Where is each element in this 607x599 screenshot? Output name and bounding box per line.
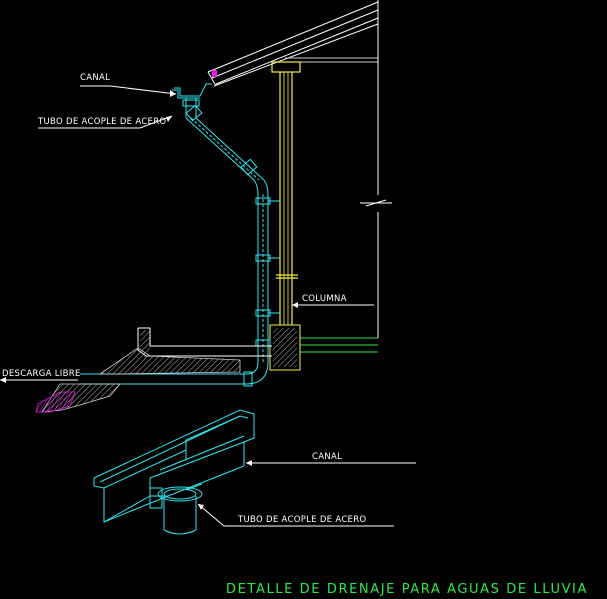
downpipe — [80, 104, 271, 387]
column — [271, 61, 301, 325]
column-footing — [269, 324, 301, 371]
pipe-brackets — [268, 200, 280, 314]
roof-accent-mark — [212, 70, 217, 77]
gutter-top — [172, 83, 212, 107]
label-columna: COLUMNA — [302, 294, 347, 304]
label-tubo-top: TUBO DE ACOPLE DE ACERO — [37, 117, 166, 127]
slab — [137, 327, 272, 357]
label-descarga: DESCARGA LIBRE — [2, 369, 81, 379]
ground — [35, 347, 241, 413]
label-canal-bottom: CANAL — [312, 452, 342, 462]
gutter-isometric — [93, 409, 255, 535]
roof — [207, 1, 379, 87]
leader-arrows — [0, 90, 298, 510]
floor-lines — [300, 337, 378, 353]
drawing-title: DETALLE DE DRENAJE PARA AGUAS DE LLUVIA — [226, 582, 588, 597]
leader-lines — [0, 85, 416, 527]
label-canal-top: CANAL — [80, 73, 110, 83]
slab-hatch — [140, 330, 150, 354]
label-tubo-bottom: TUBO DE ACOPLE DE ACERO — [237, 515, 366, 525]
wall — [360, 0, 392, 338]
